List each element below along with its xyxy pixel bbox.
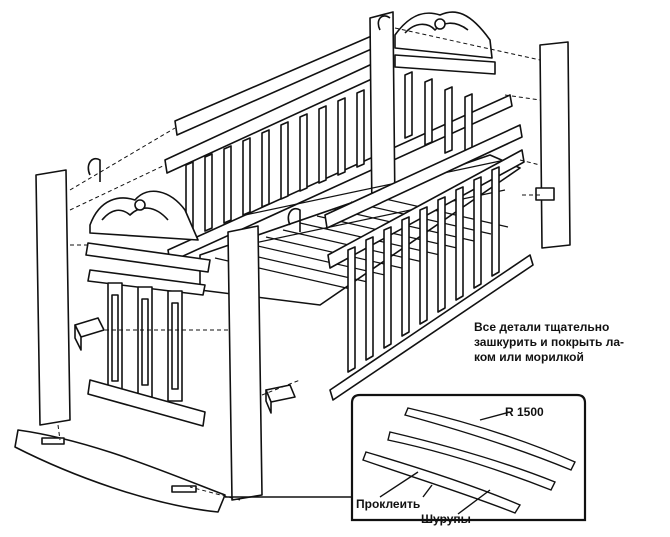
- glue-label: Проклеить: [356, 497, 421, 511]
- headboard-back: [394, 11, 496, 75]
- rocker-detail-inset: [225, 393, 587, 522]
- front-corner-post: [227, 225, 263, 501]
- rocker-left: [14, 429, 226, 513]
- rocker-layer-middle: [387, 431, 556, 491]
- screws-label: Шурупы: [421, 512, 471, 526]
- headboard-spindles: [87, 282, 206, 427]
- front-side-rail: [324, 124, 534, 401]
- note-line-3: ком или морилкой: [474, 350, 584, 364]
- right-end-post: [539, 41, 571, 249]
- left-end-post: [35, 169, 71, 426]
- assembly-guides: [57, 27, 541, 501]
- rocker-layer-top: [404, 407, 576, 471]
- note-line-2: зашкурить и покрыть ла-: [474, 335, 625, 349]
- instruction-note: Все детали тщательно зашкурить и покрыть…: [474, 320, 634, 365]
- joint-blocks: [74, 317, 296, 414]
- back-spindles: [185, 71, 473, 239]
- right-post-block: [535, 187, 555, 201]
- note-line-1: Все детали тщательно: [474, 320, 610, 334]
- radius-label: R 1500: [505, 405, 544, 419]
- headboard-front: [85, 190, 211, 296]
